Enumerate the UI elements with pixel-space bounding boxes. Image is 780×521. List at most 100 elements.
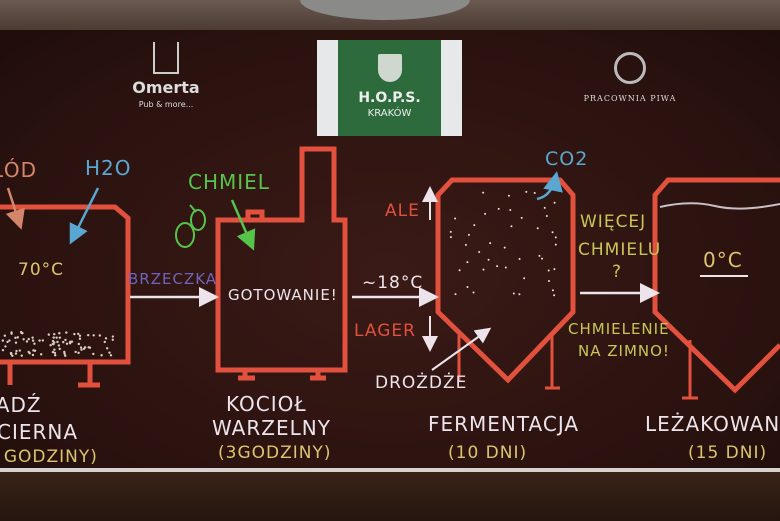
bubble-dot (523, 277, 526, 280)
grain-dot (56, 340, 59, 344)
grain-dot (111, 335, 115, 338)
bubble-dot (484, 212, 487, 215)
lagering-temp: 0°C (703, 248, 743, 272)
bubble-dot (547, 269, 550, 272)
co2-label: CO2 (545, 148, 589, 170)
grain-dot (79, 346, 83, 349)
grain-dot (31, 336, 34, 339)
grain-dot (14, 336, 17, 340)
grain-dot (65, 342, 69, 345)
grain-dot (6, 340, 9, 344)
beer-surface-line (659, 202, 780, 210)
bubble-dot (454, 293, 457, 296)
hop-cone-icon (175, 204, 206, 248)
bubble-dot (551, 289, 554, 292)
bubble-dot (464, 243, 467, 246)
malt-label: SŁÓD (0, 158, 38, 182)
grain-dot (87, 346, 90, 349)
bubble-dot (497, 207, 500, 210)
ale-label: ALE (385, 201, 420, 221)
bubble-dot (554, 243, 557, 246)
bubble-dot (553, 268, 556, 271)
grain-dot (109, 354, 113, 357)
fermenter-legs (457, 335, 560, 390)
kettle-label-1: KOCIOŁ (226, 392, 307, 416)
bubble-dot (482, 191, 485, 194)
lager-label: LAGER (354, 321, 416, 341)
hops-arrow (230, 199, 256, 251)
mash-tun-label-1: KADŹ (0, 393, 42, 417)
mash-temp: 70°C (18, 260, 65, 280)
grain-dot (103, 340, 106, 344)
grain-dot (77, 342, 80, 346)
bubble-dot (496, 265, 499, 268)
grain-dot (27, 337, 30, 341)
bubble-dot (466, 286, 469, 289)
grain-dot (86, 333, 90, 337)
grain-dot (3, 334, 7, 337)
hops-name: H.O.P.S. (358, 90, 421, 106)
grain-dot (47, 333, 50, 336)
bubble-dot (541, 257, 544, 260)
grain-dot (57, 344, 61, 347)
grain-dot (58, 347, 61, 351)
kettle-duration: (3GODZINY) (218, 443, 332, 463)
more-hops-line-1: WIĘCEJ (580, 212, 647, 232)
grain-dot (15, 349, 18, 353)
bubble-dot (449, 236, 452, 239)
grain-dot (10, 332, 13, 335)
lagering-legs (682, 340, 698, 400)
grain-dot (31, 339, 35, 342)
grain-dot (111, 338, 115, 341)
yeast-arrow (431, 327, 492, 371)
deer-icon (614, 52, 646, 84)
kettle-outline (215, 146, 348, 373)
grain-dot (104, 337, 108, 340)
mash-tun-outline (0, 204, 131, 365)
grain-dot (51, 339, 55, 343)
grain-dot (98, 334, 102, 337)
kettle-legs (238, 370, 326, 381)
fermenter-outline (435, 177, 576, 384)
wort-label: BRZECZKA (128, 270, 218, 288)
grain-dot (63, 352, 66, 355)
fermentation-label: FERMENTACJA (428, 412, 580, 436)
bubble-dots (449, 190, 557, 297)
grain-dot (78, 334, 82, 337)
grain-dot (31, 353, 35, 357)
grain-dot (63, 350, 66, 354)
grain-dot (52, 336, 55, 339)
grain-dot (65, 331, 68, 334)
more-hops-question: ? (612, 262, 623, 282)
grain-dot (74, 350, 77, 354)
bubble-dot (538, 254, 541, 257)
grain-dot (4, 345, 7, 348)
bubble-dot (458, 269, 461, 272)
omerta-icon (153, 42, 179, 74)
grain-dot (1, 348, 5, 352)
grain-dot (18, 349, 22, 352)
grain-dot (14, 352, 18, 355)
mash-tun-duration: (2 GODZINY) (0, 447, 98, 467)
grain-dot (58, 336, 62, 339)
grain-dot (70, 340, 74, 343)
bubble-dot (554, 236, 557, 239)
grain-dot (51, 350, 55, 354)
grain-dot (41, 339, 44, 342)
grain-dot (39, 353, 43, 356)
pracownia-logo: PRACOWNIA PIWA (578, 52, 682, 103)
omerta-tagline: Pub & more... (138, 100, 194, 109)
fermentation-duration: (10 DNI) (448, 443, 528, 463)
grain-dot (9, 351, 13, 355)
bubble-dot (507, 194, 510, 197)
grain-dot (62, 340, 65, 344)
fermentation-temp: ~18°C (362, 273, 424, 293)
grain-dot (27, 350, 30, 354)
bubble-dot (547, 279, 550, 282)
kettle-lid (245, 209, 265, 218)
bubble-dot (525, 190, 528, 193)
bubble-dot (503, 246, 506, 249)
hops-label: CHMIEL (188, 170, 270, 194)
bubble-dot (543, 206, 546, 209)
hops-city: KRAKÓW (367, 108, 412, 119)
